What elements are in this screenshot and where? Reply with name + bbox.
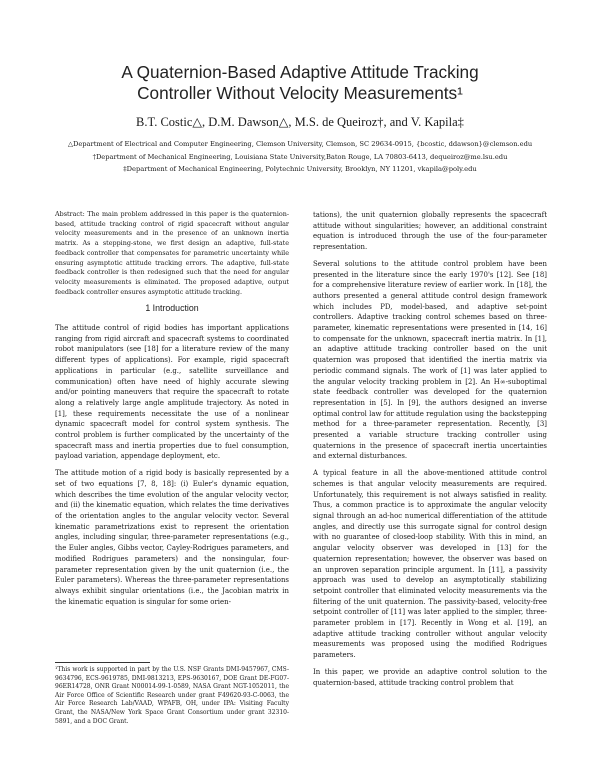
affiliation-poly: ‡Department of Mechanical Engineering, P… xyxy=(123,165,477,173)
footnote-rule xyxy=(55,662,150,663)
intro-paragraph-2: The attitude motion of a rigid body is b… xyxy=(55,469,289,606)
affiliations: △Department of Electrical and Computer E… xyxy=(0,138,600,176)
right-paragraph-2: Several solutions to the attitude contro… xyxy=(313,259,547,461)
affiliation-lsu: †Department of Mechanical Engineering, L… xyxy=(92,152,508,161)
title-line-1: A Quaternion-Based Adaptive Attitude Tra… xyxy=(121,62,479,82)
abstract: Abstract: The main problem addressed in … xyxy=(55,210,289,296)
right-paragraph-1: tations), the unit quaternion globally r… xyxy=(313,211,547,252)
section-heading-introduction: 1 Introduction xyxy=(145,303,199,314)
title-line-2: Controller Without Velocity Measurements… xyxy=(137,83,463,103)
left-column: Abstract: The main problem addressed in … xyxy=(55,210,289,613)
paper-title: A Quaternion-Based Adaptive Attitude Tra… xyxy=(40,62,560,104)
right-column: tations), the unit quaternion globally r… xyxy=(313,210,547,694)
footnote: ¹This work is supported in part by the U… xyxy=(55,662,289,726)
intro-paragraph-1: The attitude control of rigid bodies has… xyxy=(55,324,289,461)
affiliation-clemson: △Department of Electrical and Computer E… xyxy=(67,140,533,148)
footnote-text: ¹This work is supported in part by the U… xyxy=(55,666,289,725)
right-paragraph-3: A typical feature in all the above-menti… xyxy=(313,469,547,660)
author-list: B.T. Costic△, D.M. Dawson△, M.S. de Quei… xyxy=(136,115,464,129)
right-paragraph-4: In this paper, we provide an adaptive co… xyxy=(313,667,547,687)
